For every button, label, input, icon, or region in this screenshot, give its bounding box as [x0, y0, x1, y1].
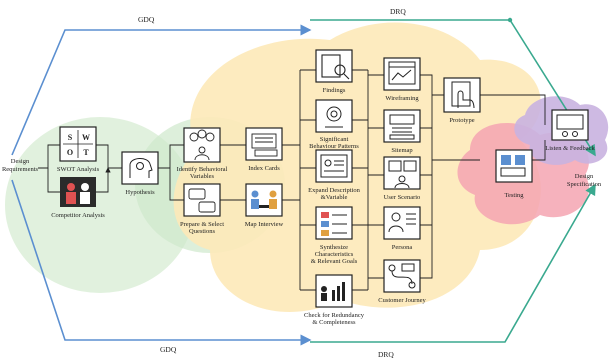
- drq-top-label: DRQ: [390, 7, 406, 16]
- design-requirements: Design Requirements: [2, 158, 39, 173]
- gdq-bottom-line: [11, 179, 312, 346]
- wireframing-node: Wireframing: [383, 57, 421, 102]
- check-label-line-2: & Completeness: [312, 319, 356, 326]
- testing-icon: [500, 155, 526, 177]
- check-label-line-1: Check for Redundancy: [304, 312, 365, 319]
- swot-letter-t: T: [83, 148, 89, 157]
- identify-label-line-2: Variables: [190, 173, 215, 180]
- sitemap-label: Sitemap: [391, 147, 412, 154]
- prototype-node: Prototype: [443, 77, 481, 124]
- wireframe-icon: [388, 61, 416, 85]
- swot-letter-s: S: [68, 133, 73, 142]
- expand-label-line-2: &Variable: [321, 194, 348, 201]
- map-interview-node: Map Interview: [245, 183, 284, 228]
- prepare-label-line-1: Prepare & Select: [180, 221, 224, 228]
- team-chart-icon: [321, 282, 345, 301]
- significant-label-line-1: Significant: [320, 136, 349, 143]
- checklist-icon: [321, 212, 347, 236]
- significant-label-line-2: Behaviour Patterns: [309, 143, 359, 150]
- profile-card-icon: [320, 154, 348, 178]
- expand-label-line-1: Expand Description: [308, 187, 361, 194]
- user-scenario-node: User Scenario: [383, 156, 421, 201]
- prepare-questions-node: Prepare & Select Questions: [180, 183, 224, 235]
- to-column-3: [282, 69, 316, 291]
- head-gears-icon: [129, 158, 153, 178]
- persona-node: Persona: [383, 206, 421, 251]
- cards-icon: [251, 133, 278, 157]
- gdq-drq-labels: GDQ DRQ GDQ DRQ: [138, 7, 406, 358]
- sitemap-node: Sitemap: [383, 109, 421, 154]
- people-icon: [66, 183, 90, 204]
- sitemap-icon: [389, 114, 415, 140]
- brain-gear-icon: [325, 106, 343, 128]
- design-specification-line-2: Specification: [567, 181, 602, 188]
- gdq-top-label: GDQ: [138, 15, 155, 24]
- competitor-analysis-node: Competitor Analysis: [51, 177, 105, 219]
- listen-feedback-node: Listen & Feedback: [545, 109, 595, 152]
- magnifier-icon: [321, 54, 350, 80]
- design-requirements-line-2: Requirements: [2, 166, 39, 173]
- design-specification: Design Specification: [567, 173, 602, 188]
- expand-description-node: Expand Description &Variable: [308, 149, 361, 201]
- hand-touch-icon: [451, 81, 475, 109]
- user-scenario-label: User Scenario: [384, 194, 421, 201]
- significant-patterns-node: Significant Behaviour Patterns: [309, 99, 359, 150]
- gdq-bottom-label: GDQ: [160, 345, 177, 354]
- hypothesis-label: Hypothesis: [125, 189, 155, 196]
- interview-icon: [251, 190, 277, 209]
- synthesize-label-line-2: Characteristics: [315, 251, 354, 258]
- persona-label: Persona: [392, 244, 413, 251]
- prototype-label: Prototype: [449, 117, 474, 124]
- abc-people-icon: [189, 129, 215, 161]
- synthesize-node: Synthesize Characteristics & Relevant Go…: [311, 206, 358, 265]
- wireframing-label: Wireframing: [385, 95, 419, 102]
- map-interview-label: Map Interview: [245, 221, 284, 228]
- col4-to-prototype: [420, 74, 444, 279]
- to-hypothesis: [96, 144, 122, 193]
- swot-label: SWOT Analysis: [57, 166, 100, 173]
- persona-icon: [388, 212, 416, 233]
- scenario-icon: [388, 160, 417, 189]
- customer-journey-label: Customer Journey: [378, 297, 426, 304]
- hypothesis-node: Hypothesis: [121, 151, 159, 196]
- findings-label: Findings: [323, 87, 346, 94]
- testing-node: Testing: [495, 149, 533, 199]
- identify-behavioral-node: Identify Behavioral Variables: [177, 127, 228, 180]
- design-requirements-line-1: Design: [11, 158, 30, 165]
- design-specification-line-1: Design: [575, 173, 594, 180]
- speech-bubbles-icon: [188, 188, 216, 213]
- synthesize-label-line-1: Synthesize: [320, 244, 348, 251]
- connectors: [38, 69, 546, 291]
- gdq-top-line: [11, 24, 312, 156]
- check-redundancy-node: Check for Redundancy & Completeness: [304, 274, 365, 326]
- req-to-swot: [38, 144, 60, 169]
- synthesize-label-line-3: & Relevant Goals: [311, 258, 358, 265]
- drq-node-dot: [507, 17, 513, 23]
- drq-bottom-label: DRQ: [378, 350, 394, 358]
- journey-icon: [388, 263, 416, 289]
- index-cards-label: Index Cards: [248, 165, 280, 172]
- swot-grid-icon: [63, 130, 93, 158]
- swot-letter-o: O: [67, 148, 73, 157]
- req-to-competitor: [47, 168, 60, 193]
- col3-to-col4: [352, 69, 384, 291]
- prototype-to-right: [480, 94, 546, 125]
- customer-journey-node: Customer Journey: [378, 259, 426, 304]
- prepare-label-line-2: Questions: [189, 228, 215, 235]
- findings-node: Findings: [315, 49, 353, 94]
- listen-feedback-label: Listen & Feedback: [545, 145, 595, 152]
- feedback-icon: [556, 114, 584, 137]
- drq-bottom-line: [310, 183, 596, 343]
- identify-label-line-1: Identify Behavioral: [177, 166, 228, 173]
- competitor-label: Competitor Analysis: [51, 212, 105, 219]
- index-cards-node: Index Cards: [245, 127, 283, 172]
- testing-label: Testing: [504, 192, 524, 199]
- swot-letter-w: W: [82, 133, 90, 142]
- swot-analysis-node: S W O T SWOT Analysis: [57, 126, 100, 173]
- hypothesis-to-behav: [158, 144, 184, 201]
